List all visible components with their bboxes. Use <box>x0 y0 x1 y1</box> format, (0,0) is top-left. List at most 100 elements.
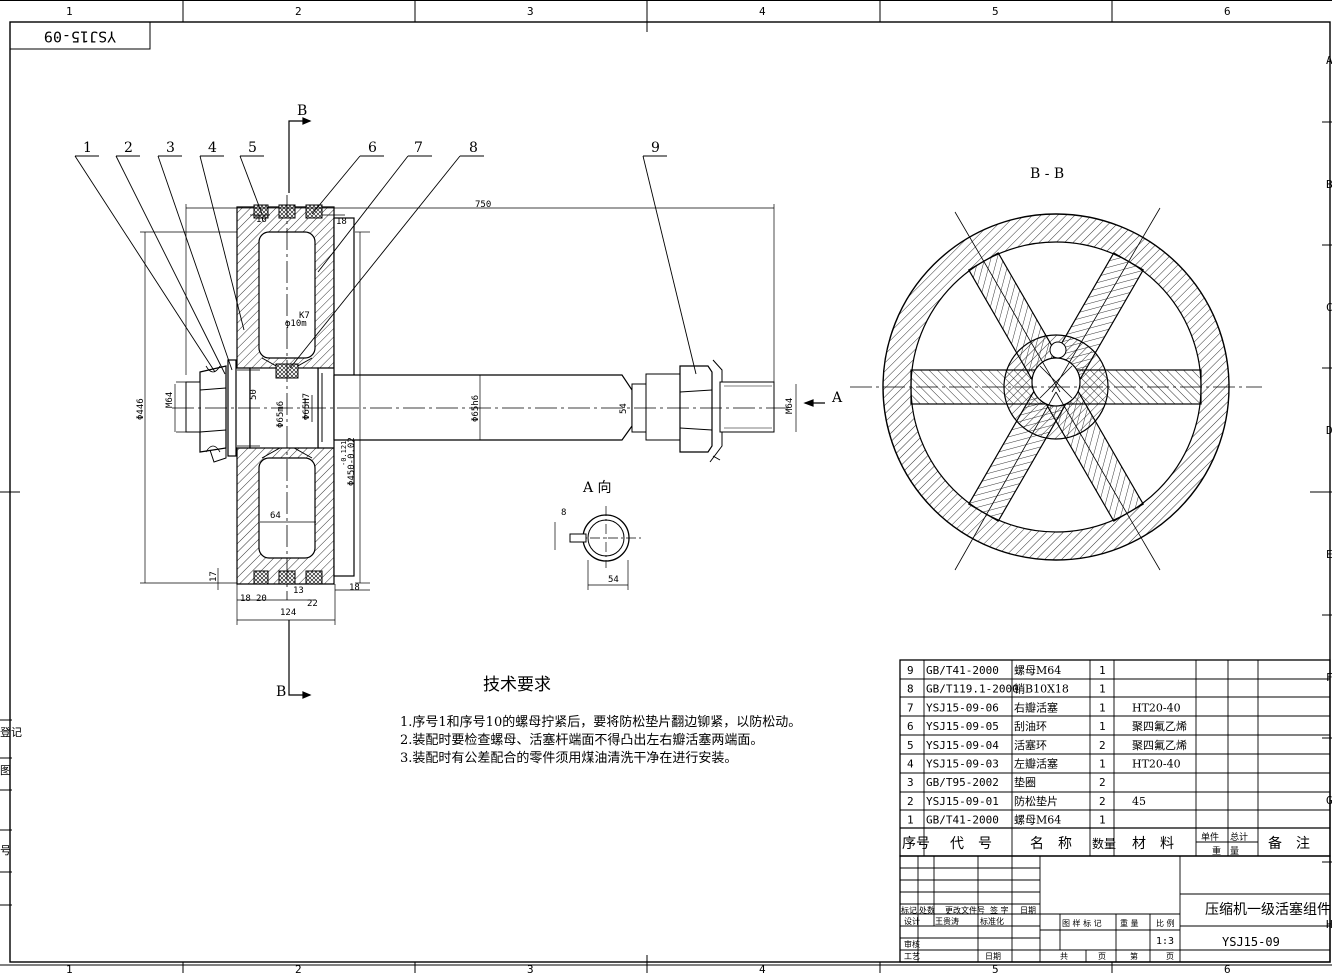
bom-cell-mat: 聚四氟乙烯 <box>1132 720 1187 733</box>
bom-cell-no: 1 <box>907 814 914 827</box>
tb-date: 日期 <box>1020 906 1036 915</box>
tb-scale: 比 例 <box>1156 918 1175 928</box>
bom-header: 序号 代 号 名 称 数量 材 料 单件 总计 重 量 备 注 <box>902 831 1310 857</box>
left-strip: 登记 图 号 <box>0 719 22 906</box>
balloon-3: 3 <box>166 140 175 156</box>
left-nut <box>199 365 227 453</box>
bom-h-mat: 材 料 <box>1132 836 1174 852</box>
bom-cell-qty: 1 <box>1099 683 1106 696</box>
bb-view-label: B - B <box>1030 166 1064 182</box>
bom-h-qty: 数量 <box>1092 836 1116 851</box>
balloon-1: 1 <box>83 140 92 156</box>
bom-h-total: 总计 <box>1230 831 1248 843</box>
balloon-4: 4 <box>208 140 217 156</box>
tb-weight: 重 量 <box>1120 918 1139 928</box>
bom-cell-no: 4 <box>907 758 914 771</box>
tb-mark: 标记 <box>901 905 917 915</box>
tb-drawing-no: YSJ15-09 <box>1222 935 1280 949</box>
zone-col-5-bottom: 5 <box>992 963 999 973</box>
zone-col-6-bottom: 6 <box>1224 963 1231 973</box>
a-view <box>554 506 642 590</box>
dim-phi10: φ10m <box>285 319 307 329</box>
piston-rod <box>334 374 633 441</box>
bom-cell-code: GB/T119.1-2000 <box>926 683 1019 696</box>
bom-h-no: 序号 <box>902 836 930 852</box>
bom-cell-no: 2 <box>907 795 914 808</box>
balloon-2: 2 <box>124 140 133 156</box>
zone-col-2-bottom: 2 <box>295 963 302 973</box>
bom-h-code: 代 号 <box>950 836 992 852</box>
zone-col-3: 3 <box>527 5 534 18</box>
tb-review: 审核 <box>904 939 920 949</box>
a-view-label: A 向 <box>582 480 612 496</box>
tb-page: 页 <box>1098 952 1106 961</box>
dimension-text: 16 18 750 φ10m K7 Φ446 M64 50 Φ65m6 Φ65H… <box>136 200 795 618</box>
zone-col-1: 1 <box>66 5 73 18</box>
note-line-2: 2.装配时要检查螺母、活塞杆端面不得凸出左右瓣活塞两端面。 <box>400 732 763 748</box>
balloon-7: 7 <box>414 140 423 156</box>
note-line-1: 1.序号1和序号10的螺母拧紧后，要将防松垫片翻边铆紧，以防松动。 <box>400 714 801 730</box>
bom-cell-name: 防松垫片 <box>1014 794 1058 808</box>
bom-cell-no: 3 <box>907 776 914 789</box>
bom-h-name: 名 称 <box>1030 836 1072 852</box>
technical-notes: 技术要求 1.序号1和序号10的螺母拧紧后，要将防松垫片翻边铆紧，以防松动。 2… <box>400 675 801 766</box>
section-b-top: B <box>297 103 307 119</box>
dim-18-bottom: 18 <box>240 594 251 604</box>
bom-cell-name: 销B10X18 <box>1014 682 1069 696</box>
dim-17: 17 <box>209 571 219 582</box>
dim-18-top: 18 <box>336 217 347 227</box>
zone-row-d: D <box>1326 424 1332 437</box>
bom-cell-no: 7 <box>907 701 914 714</box>
zone-row-e: E <box>1326 548 1332 561</box>
tb-stage: 图 样 标 记 <box>1062 918 1102 928</box>
zone-row-h: H <box>1326 918 1332 931</box>
note-line-3: 3.装配时有公差配合的零件须用煤油清洗干净在进行安装。 <box>400 750 737 766</box>
dim-phi450: Φ450-0.02 <box>347 437 357 486</box>
tb-count: 处数 <box>919 905 935 915</box>
dim-18-right: 18 <box>349 583 360 593</box>
dim-m64-right: M64 <box>785 398 795 414</box>
tb-change-doc: 更改文件号 <box>945 905 985 915</box>
bom-cell-name: 左瓣活塞 <box>1014 757 1058 771</box>
strip-label-1: 登记 <box>0 725 22 739</box>
bom-cell-no: 6 <box>907 720 914 733</box>
tb-approve-date: 日期 <box>985 952 1001 961</box>
zone-row-a: A <box>1326 54 1332 67</box>
zone-col-1-bottom: 1 <box>66 963 73 973</box>
bom-cell-mat: HT20-40 <box>1132 701 1181 714</box>
balloon-5: 5 <box>248 140 257 156</box>
bom-cell-qty: 1 <box>1099 720 1106 733</box>
tb-standard: 标准化 <box>980 916 1004 926</box>
bom-cell-code: YSJ15-09-01 <box>926 795 999 808</box>
right-washer <box>645 373 681 441</box>
zone-col-4: 4 <box>759 5 766 18</box>
view-a-arrow: A <box>831 390 843 406</box>
bom-cell-code: GB/T95-2002 <box>926 776 999 789</box>
corner-code-box: YSJ15-09 <box>9 21 151 50</box>
bom-h-unit: 单件 <box>1201 831 1219 843</box>
tb-process: 工艺 <box>904 952 920 961</box>
tb-designer: 王贵涛 <box>935 916 959 926</box>
zone-col-labels: 1 2 3 4 5 6 1 2 3 4 5 6 <box>66 5 1231 973</box>
bom-cell-code: GB/T41-2000 <box>926 814 999 827</box>
a-view-dim-54: 54 <box>608 575 619 585</box>
dim-20: 20 <box>256 594 267 604</box>
bom-cell-no: 9 <box>907 664 914 677</box>
zone-col-6: 6 <box>1224 5 1231 18</box>
zone-row-g: G <box>1326 794 1332 807</box>
dim-750: 750 <box>475 200 491 210</box>
zone-row-c: C <box>1326 301 1332 314</box>
bom-cell-code: YSJ15-09-04 <box>926 739 999 752</box>
dimension-lines <box>140 204 797 625</box>
tb-scale-value: 1:3 <box>1156 936 1174 947</box>
bom-cell-qty: 2 <box>1099 795 1106 808</box>
dim-phi65m6: Φ65m6 <box>276 401 286 428</box>
strip-label-4: 号 <box>0 844 11 857</box>
dim-k7: K7 <box>299 311 310 321</box>
zone-col-4-bottom: 4 <box>759 963 766 973</box>
tb-sign: 签 字 <box>990 905 1009 915</box>
bom-cell-code: YSJ15-09-05 <box>926 720 999 733</box>
dim-phi450-tol: -0.121 <box>340 441 348 466</box>
balloon-numbers: 1 2 3 4 5 6 7 8 9 <box>83 140 660 156</box>
